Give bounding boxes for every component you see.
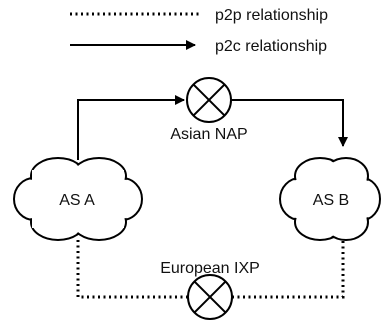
as-a-to-european-ixp-dotted (76, 240, 188, 299)
as-a-node: AS A (13, 157, 143, 241)
legend-p2c-label: p2c relationship (215, 38, 327, 55)
p2p-path (76, 240, 345, 299)
asian-nap-label: Asian NAP (170, 126, 247, 143)
as-a-label: AS A (59, 192, 95, 209)
as-b-node: AS B (279, 157, 381, 241)
p2c-path (77, 95, 348, 160)
asian-nap-to-as-b-arrow (231, 99, 348, 147)
legend: p2p relationship p2c relationship (70, 7, 328, 55)
asian-nap-node: Asian NAP (170, 77, 248, 143)
legend-p2p-label: p2p relationship (215, 7, 328, 24)
european-ixp-to-as-b-dotted (232, 240, 345, 299)
as-a-to-asian-nap-arrow (77, 95, 185, 160)
european-ixp-node: European IXP (160, 260, 260, 320)
as-b-label: AS B (313, 192, 349, 209)
european-ixp-label: European IXP (160, 260, 260, 277)
